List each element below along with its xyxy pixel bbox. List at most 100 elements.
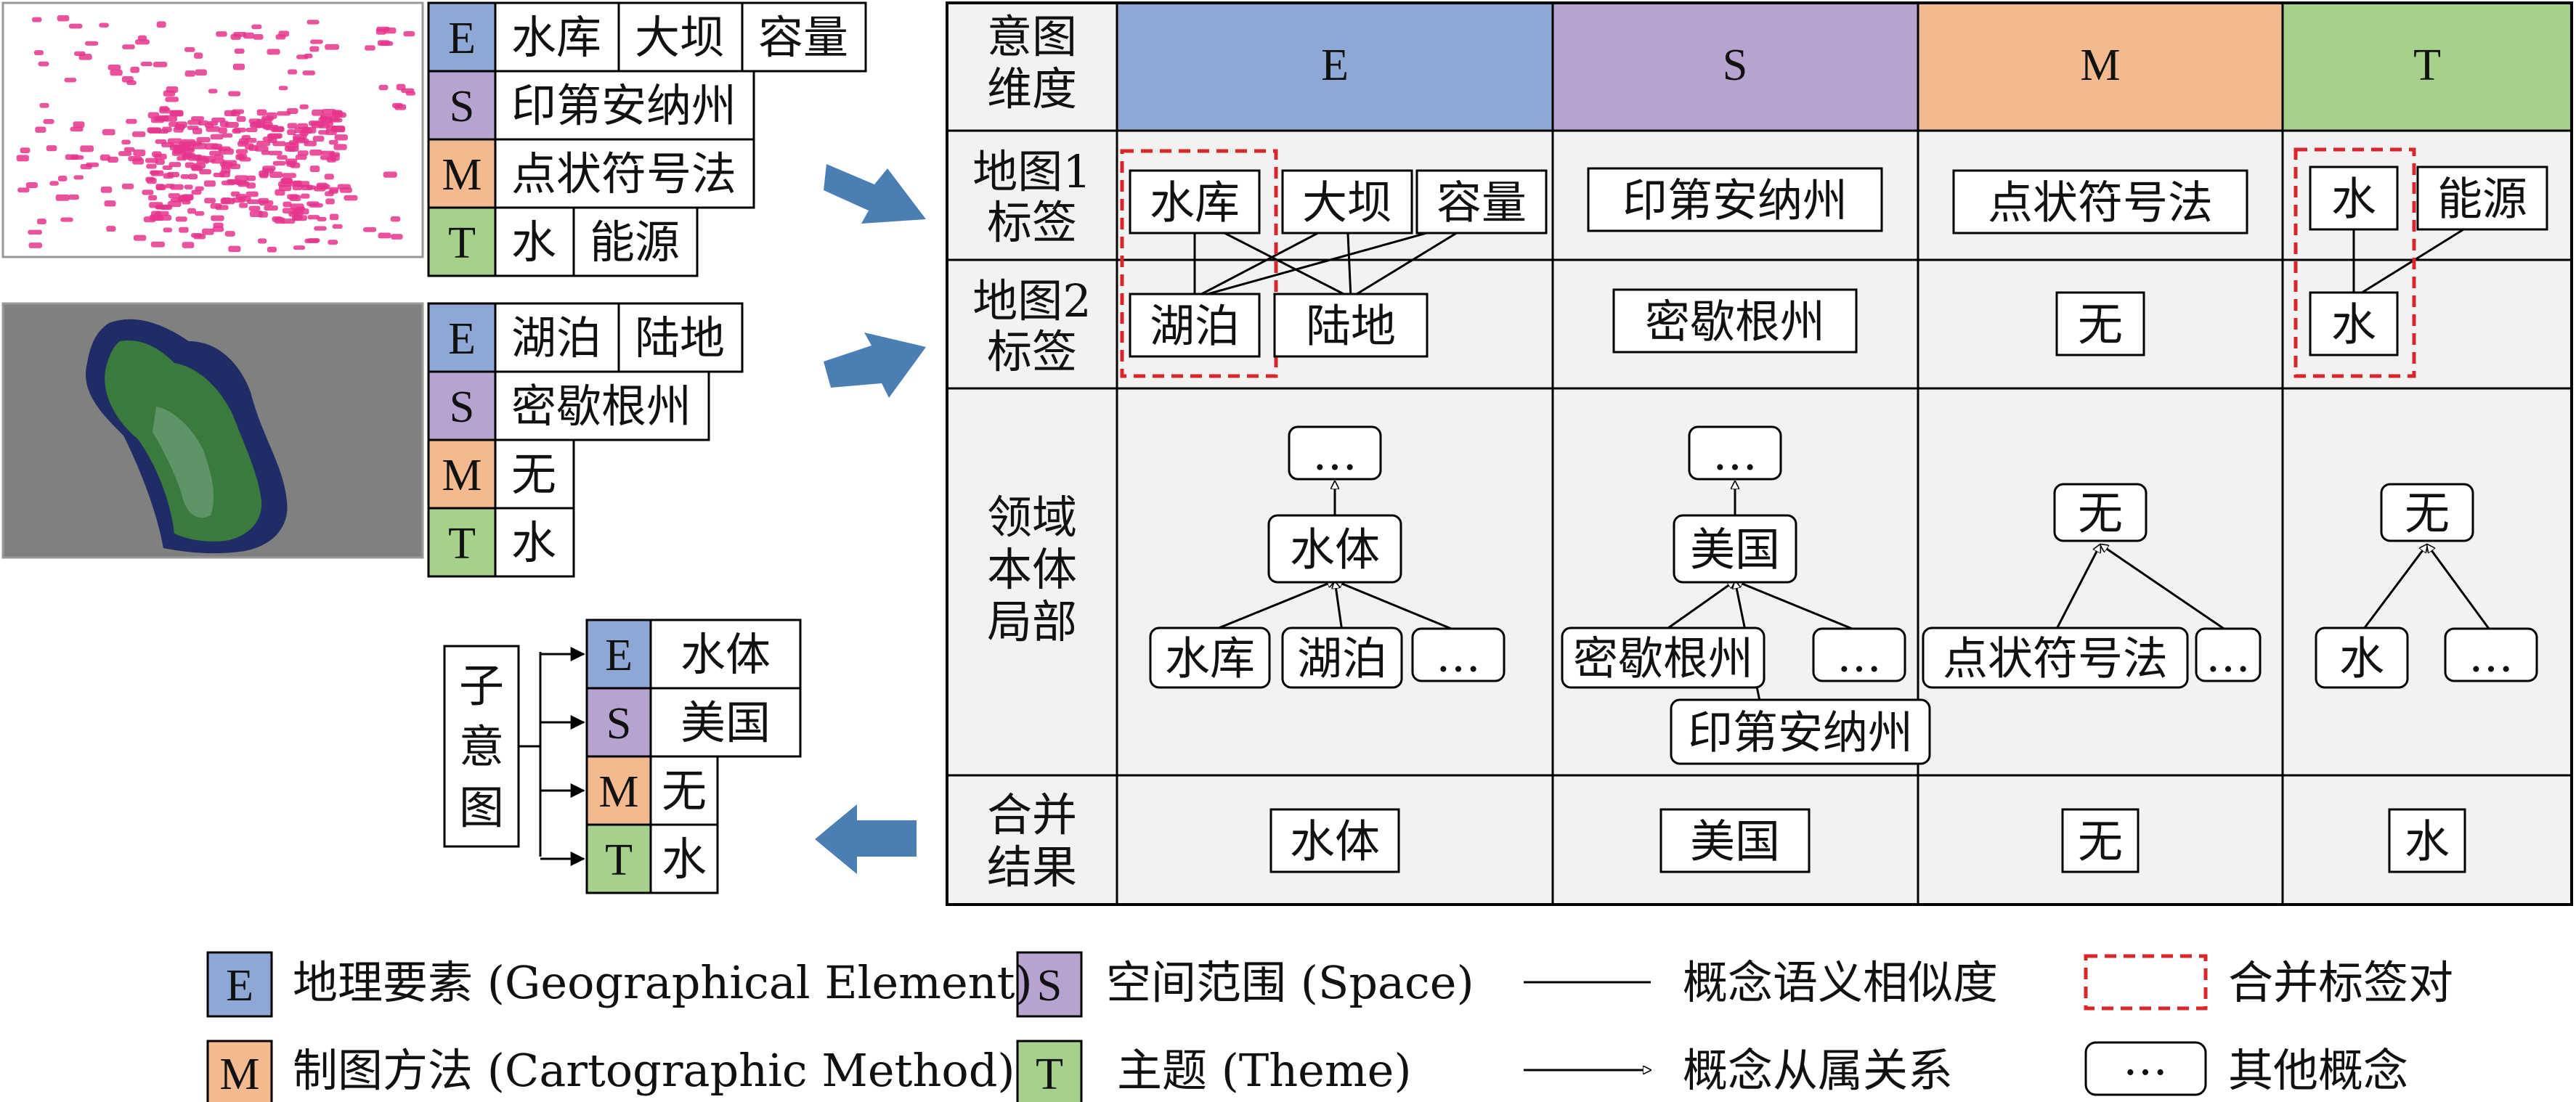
map1-point <box>210 134 224 140</box>
legend-M-text: 制图方法 (Cartographic Method) <box>293 1044 1015 1097</box>
map1-letter-S: S <box>450 82 474 131</box>
ont-T-leaf-1-text: … <box>2469 629 2514 682</box>
map1-point <box>155 184 165 190</box>
map1-point <box>20 147 31 153</box>
map1-point <box>287 147 296 152</box>
map1-point <box>191 189 202 195</box>
ontology-arrows <box>1209 481 2492 709</box>
map1-point <box>166 86 179 93</box>
map1-point <box>245 127 258 132</box>
ont-T-leaf-0-text: 水 <box>2339 632 2384 685</box>
map1-point <box>86 162 99 168</box>
subintent-letter-T: T <box>605 836 633 885</box>
map1-point <box>121 75 134 83</box>
map1-point <box>312 109 324 116</box>
map1-point <box>169 110 183 116</box>
map1-point <box>394 104 407 110</box>
legend-swatch-letter-M: M <box>219 1050 259 1099</box>
map1-point <box>325 44 340 50</box>
map1-point <box>102 128 115 136</box>
map1-point <box>331 110 342 116</box>
cell-row1-E-1-text: 大坝 <box>1302 176 1392 229</box>
map1-point <box>133 234 147 241</box>
map1-point <box>233 127 246 133</box>
map1-letter-T: T <box>448 219 476 268</box>
map1-word: 水库 <box>511 11 601 64</box>
ont-M-top: 无 <box>2053 483 2148 542</box>
map1-point <box>156 204 171 210</box>
map1-point <box>133 150 146 156</box>
legend-other-concept-symbol: … <box>2123 1032 2168 1085</box>
map1-point <box>46 145 57 152</box>
subintent-letter-E: E <box>605 631 633 680</box>
map1-point <box>38 61 49 67</box>
map1-point <box>121 183 134 189</box>
map1-point <box>142 189 154 195</box>
map1-point <box>306 20 320 25</box>
map1-point <box>145 158 158 163</box>
column-header-S: S <box>1723 41 1747 90</box>
ont-M-top-text: 无 <box>2078 486 2123 539</box>
map1-point <box>198 155 207 161</box>
map1-point <box>146 177 157 184</box>
map1-point <box>213 222 224 228</box>
cell-row1-S-0-text: 印第安纳州 <box>1622 174 1848 226</box>
ont-M-leaf-0: 点状符号法 <box>1922 626 2189 689</box>
map1-point <box>217 146 231 152</box>
map1-point <box>259 172 269 179</box>
map1-point <box>234 48 245 54</box>
map1-point <box>152 151 162 158</box>
map1-point <box>330 126 346 133</box>
map1-point <box>312 136 325 142</box>
map1-point <box>35 126 46 133</box>
map1-point <box>301 126 317 134</box>
merge-T-text: 水 <box>2405 815 2450 868</box>
ont-S-leaf-2: 印第安纳州 <box>1670 698 1931 765</box>
ont-E-mid: 水体 <box>1267 514 1402 584</box>
map1-point <box>391 234 403 240</box>
merge-M-text: 无 <box>2078 815 2123 868</box>
map1-point <box>182 194 194 200</box>
map1-point <box>150 170 164 176</box>
map1-point <box>147 127 161 134</box>
merge-E-text: 水体 <box>1290 815 1380 868</box>
map1-point <box>289 195 301 202</box>
ont-E-leaf-1: 湖泊 <box>1281 626 1403 689</box>
map1-point <box>107 65 121 70</box>
map2-word: 陆地 <box>635 311 725 364</box>
map1-point <box>179 226 189 233</box>
map1-point <box>328 189 338 194</box>
legend-merge-pair-text: 合并标签对 <box>2228 956 2453 1009</box>
map1-point <box>49 181 59 186</box>
map1-point <box>184 162 195 168</box>
subintent-word: 水体 <box>680 628 771 681</box>
map1-point <box>230 110 240 117</box>
map1-point <box>403 30 415 37</box>
map1-point <box>192 142 207 150</box>
map1-point <box>246 175 256 181</box>
ont-E-leaf-0-text: 水库 <box>1165 632 1255 685</box>
column-header-M: M <box>2080 41 2120 90</box>
map1-point <box>266 112 277 119</box>
map1-point <box>257 238 267 244</box>
merge-pair-box-T <box>2293 147 2416 378</box>
legend-S-text: 空间范围 (Space) <box>1106 956 1474 1009</box>
subintent-letter-M: M <box>598 767 638 817</box>
map1-point <box>25 182 38 189</box>
map1-point <box>262 166 276 171</box>
map1-point <box>194 52 203 59</box>
ont-M-leaf-1: … <box>2195 627 2262 682</box>
map1-point <box>277 155 288 160</box>
map1-point <box>287 123 298 129</box>
cell-row2-S-0-text: 密歇根州 <box>1645 295 1825 348</box>
map1-point <box>192 128 203 134</box>
map2-letter-E: E <box>448 314 476 364</box>
map1-point <box>309 166 320 173</box>
map1-point <box>168 200 182 208</box>
map1-point <box>287 69 298 75</box>
map1-point <box>245 143 254 150</box>
map1-point <box>180 174 190 179</box>
